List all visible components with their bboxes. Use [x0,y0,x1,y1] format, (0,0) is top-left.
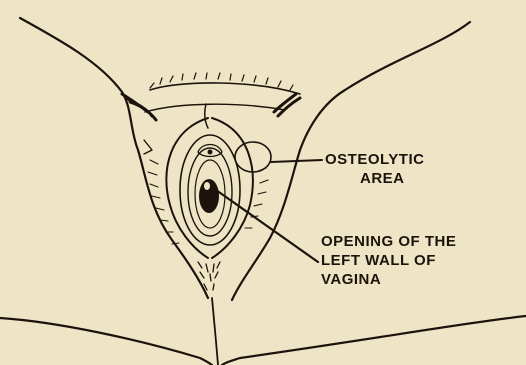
left-buttock [0,318,212,365]
left-notch [144,140,152,154]
osteolytic-area [235,142,271,172]
vaginal-opening-highlight [204,182,210,190]
opening-label-line-3: VAGINA [321,272,456,287]
opening-label: OPENING OF THE LEFT WALL OF VAGINA [321,234,456,291]
left-thigh-outline [20,18,208,298]
osteolytic-label-line-1: OSTEOLYTIC [325,152,424,167]
opening-label-line-1: OPENING OF THE [321,234,456,249]
anal-cleft [212,298,218,365]
right-groin-shading [274,94,300,116]
right-buttock [222,316,526,365]
opening-pointer [216,190,318,262]
osteolytic-area-label: OSTEOLYTIC AREA [325,152,424,186]
inner-upper-fold [145,104,285,112]
osteolytic-label-line-2: AREA [360,171,424,186]
central-cleft [205,104,208,128]
opening-label-line-2: LEFT WALL OF [321,253,456,268]
upper-fold [150,83,300,94]
clitoris-dot [208,150,213,155]
osteolytic-pointer [271,160,322,162]
